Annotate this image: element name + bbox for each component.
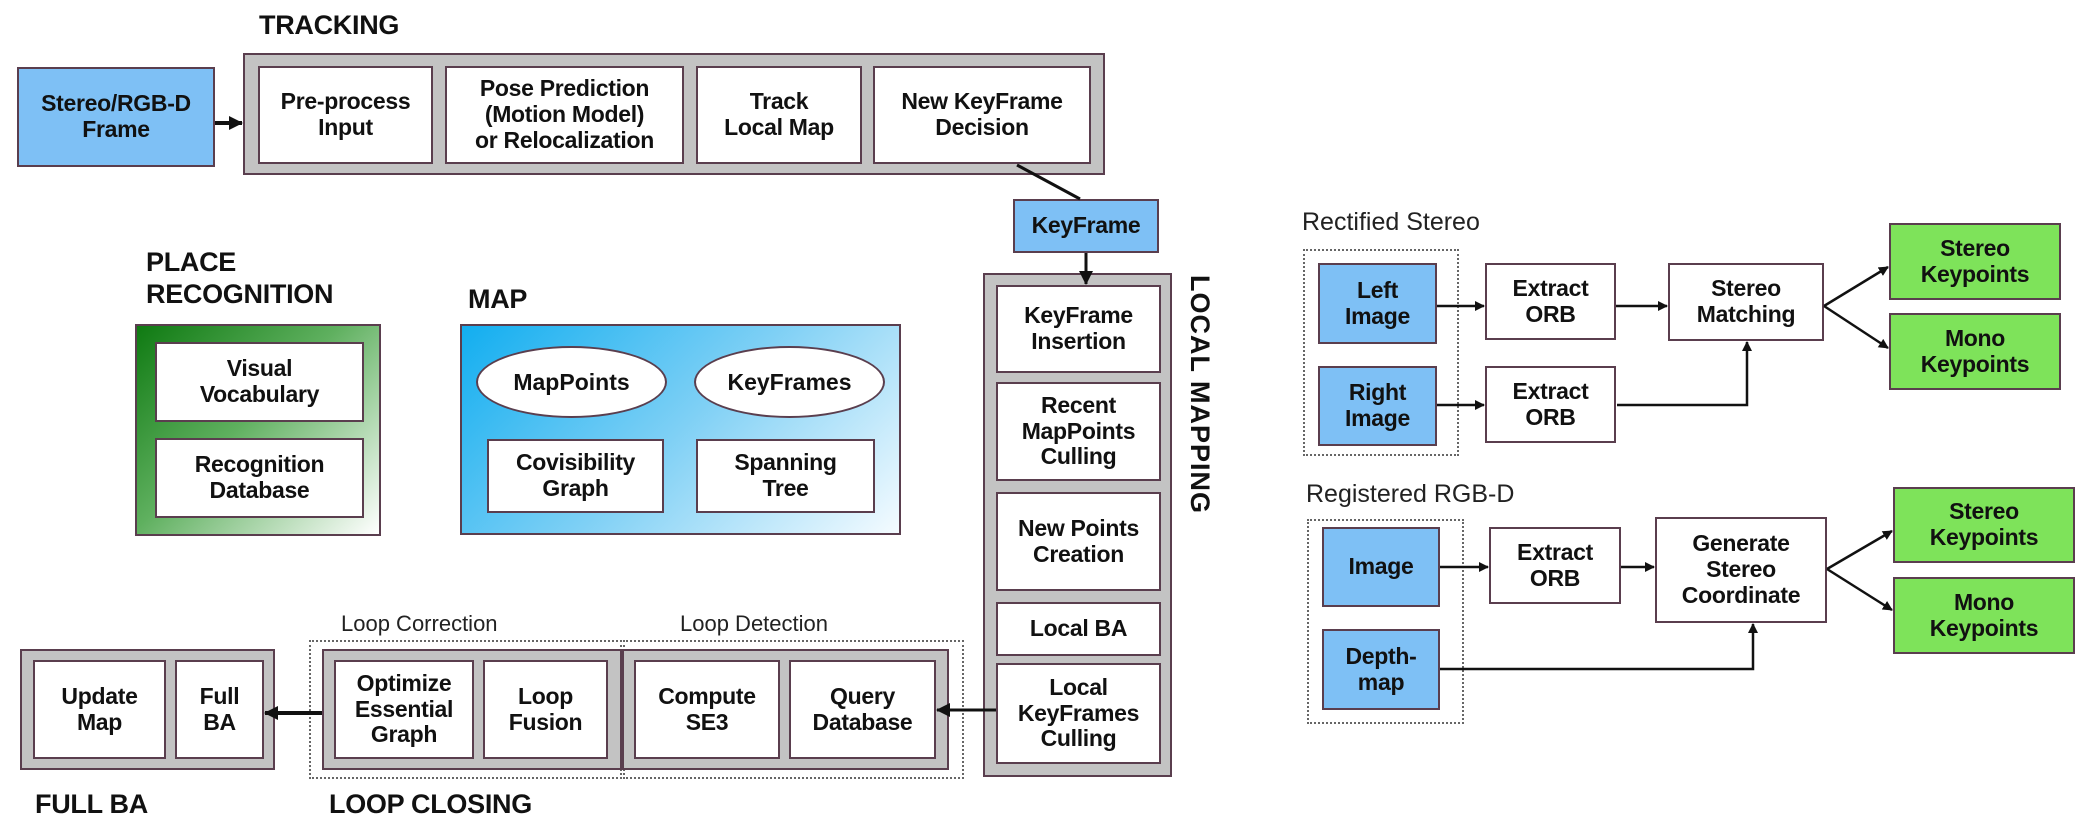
rgbd-image-node: Image [1322,527,1440,607]
local-mapping-step-keyframes-culling: Local KeyFrames Culling [996,663,1161,764]
extract-orb-right-node: Extract ORB [1485,366,1616,443]
line-decision-to-keyframe [1016,163,1081,201]
full-ba-node: Full BA [175,660,264,759]
spanning-tree-node: Spanning Tree [696,439,875,513]
mappoints-ellipse: MapPoints [476,346,667,418]
loop-closing-title: LOOP CLOSING [329,789,532,819]
arrow-depth-to-generate [1440,623,1758,671]
local-mapping-step-mappoints-culling: Recent MapPoints Culling [996,382,1161,481]
stereo-rgbd-frame-node: Stereo/RGB-D Frame [17,67,215,167]
tracking-step-preprocess: Pre-process Input [258,66,433,164]
local-mapping-step-keyframe-insertion: KeyFrame Insertion [996,285,1161,373]
stereo-keypoints-output: Stereo Keypoints [1889,223,2061,300]
extract-orb-left-node: Extract ORB [1485,263,1616,340]
optimize-essential-graph-node: Optimize Essential Graph [334,660,474,759]
arrow-generate-to-stereo-kp [1826,529,1893,571]
keyframe-node: KeyFrame [1013,199,1159,253]
arrow-orb-right-to-matching [1617,341,1752,407]
loop-fusion-node: Loop Fusion [483,660,608,759]
covisibility-graph-node: Covisibility Graph [487,439,664,513]
rectified-stereo-label: Rectified Stereo [1302,208,1480,236]
tracking-step-track-local-map: Track Local Map [696,66,862,164]
registered-rgbd-inputs-region [1307,519,1464,724]
query-database-node: Query Database [789,660,936,759]
arrow-generate-to-mono-kp [1826,567,1893,612]
update-map-node: Update Map [33,660,166,759]
arrow-matching-to-stereo-kp [1823,265,1889,308]
arrow-matching-to-mono-kp [1823,304,1889,350]
loop-detection-label: Loop Detection [680,611,828,636]
keyframes-ellipse: KeyFrames [694,346,885,418]
place-recognition-title: PLACE RECOGNITION [146,247,334,309]
generate-stereo-coordinate-node: Generate Stereo Coordinate [1655,517,1827,623]
rgbd-extract-orb-node: Extract ORB [1489,527,1621,604]
full-ba-title: FULL BA [35,789,148,819]
rgbd-stereo-keypoints-output: Stereo Keypoints [1893,487,2075,563]
right-image-node: Right Image [1318,366,1437,446]
tracking-step-pose-prediction: Pose Prediction (Motion Model) or Reloca… [445,66,684,164]
mono-keypoints-output: Mono Keypoints [1889,313,2061,390]
loop-correction-label: Loop Correction [341,611,498,636]
left-image-node: Left Image [1318,263,1437,344]
tracking-title: TRACKING [259,10,400,40]
depth-map-node: Depth- map [1322,629,1440,710]
registered-rgbd-label: Registered RGB-D [1306,480,1515,508]
rgbd-mono-keypoints-output: Mono Keypoints [1893,577,2075,654]
tracking-step-new-keyframe-decision: New KeyFrame Decision [873,66,1091,164]
local-mapping-step-local-ba: Local BA [996,602,1161,656]
rectified-stereo-inputs-region [1303,249,1459,456]
stereo-matching-node: Stereo Matching [1668,263,1824,341]
recognition-database-node: Recognition Database [155,438,364,518]
compute-se3-node: Compute SE3 [634,660,780,759]
visual-vocabulary-node: Visual Vocabulary [155,342,364,422]
local-mapping-step-new-points-creation: New Points Creation [996,492,1161,591]
map-title: MAP [468,284,528,314]
